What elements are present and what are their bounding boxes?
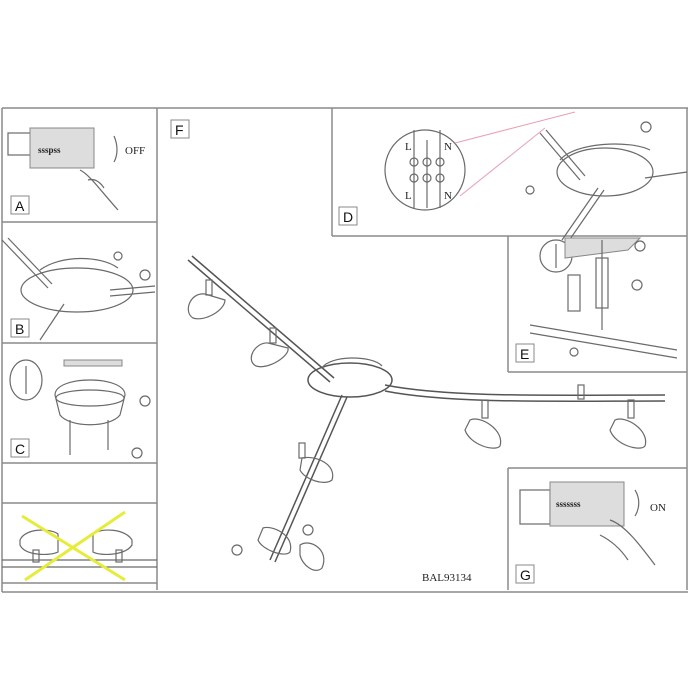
panel-c-mounting-plate: C <box>9 359 151 459</box>
panel-label-f: F <box>175 122 184 138</box>
spotlight <box>609 399 647 449</box>
callout-line <box>454 111 576 197</box>
panel-label-b: B <box>15 321 24 337</box>
panel-g-switch-on: sssssss ON G <box>515 481 666 584</box>
panel-f-fixture: F BAL93134 <box>170 119 666 584</box>
spotlight <box>257 526 292 555</box>
switch-symbols: sssssss <box>556 499 581 509</box>
panel-label-box <box>338 206 358 226</box>
model-code: BAL93134 <box>422 572 472 584</box>
spotlight <box>250 327 289 368</box>
panel-label-g: G <box>520 567 531 583</box>
terminal-label-l-top: L <box>405 141 412 153</box>
panel-label-c: C <box>15 441 25 457</box>
panel-label-box <box>10 438 30 458</box>
spotlight <box>298 442 334 483</box>
terminal-label-l-bottom: L <box>405 190 412 202</box>
panel-incorrect-mounting <box>2 510 157 582</box>
panel-label-box <box>10 195 30 215</box>
switch-on-text: ON <box>650 502 666 514</box>
panel-d-wiring: L N L N D <box>338 111 688 243</box>
panel-e-bracket: E <box>515 237 678 363</box>
panel-label-e: E <box>520 346 529 362</box>
spotlight <box>187 279 226 320</box>
terminal-label-n-bottom: N <box>444 190 452 202</box>
panel-label-box <box>515 564 535 584</box>
frame-lines <box>1 107 688 593</box>
cross-mark <box>24 510 126 582</box>
switch-off-text: OFF <box>125 145 145 157</box>
panel-label-box <box>515 343 535 363</box>
panel-label-a: A <box>15 198 25 214</box>
canopy <box>307 362 393 398</box>
spotlight-head <box>299 542 325 571</box>
terminal-label-n-top: N <box>444 141 452 153</box>
spotlight <box>464 399 502 449</box>
panel-label-box <box>170 119 190 139</box>
panel-label-d: D <box>343 209 353 225</box>
switch-symbols: ssspss <box>38 145 61 155</box>
panel-b-canopy: B <box>1 237 156 341</box>
panel-label-box <box>10 318 30 338</box>
panel-a-switch-off: ssspss OFF A <box>7 127 145 215</box>
